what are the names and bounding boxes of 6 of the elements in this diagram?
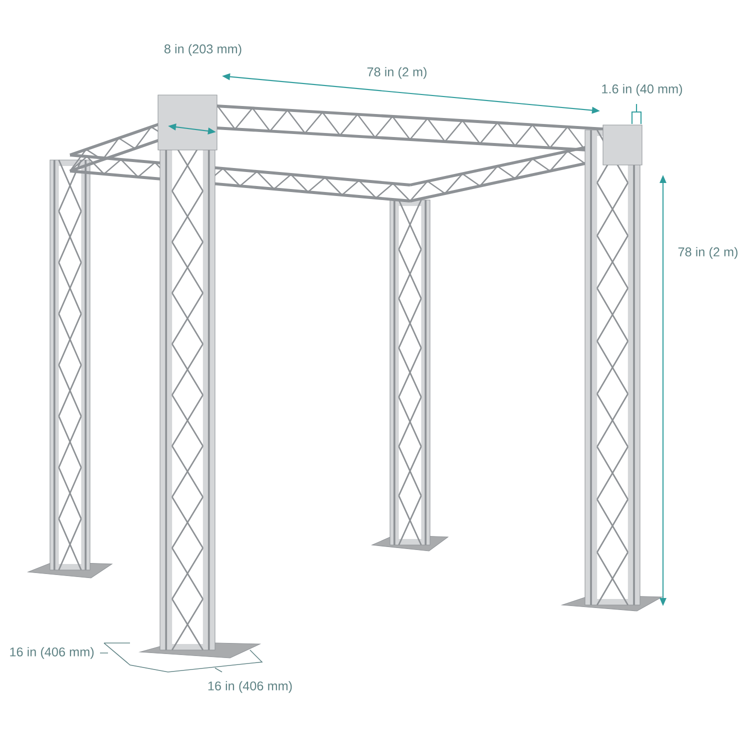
dimension-label: 16 in (406 mm) bbox=[208, 681, 292, 693]
dimension-label: 1.6 in (40 mm) bbox=[602, 84, 682, 96]
dimension-label: 8 in (203 mm) bbox=[164, 44, 242, 56]
dimension-label: 78 in (2 m) bbox=[367, 67, 426, 79]
dimension-label: 16 in (406 mm) bbox=[10, 647, 94, 659]
dimension-label: 78 in (2 m) bbox=[678, 247, 738, 259]
